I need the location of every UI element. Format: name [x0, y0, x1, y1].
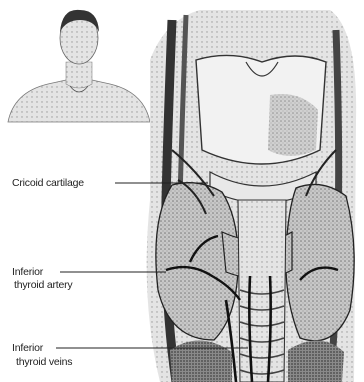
- inset-neck: [66, 62, 92, 88]
- neck-anatomy: [147, 10, 356, 382]
- label-inferior-thyroid-veins-line1: Inferior: [12, 342, 43, 354]
- cartilage-shading: [268, 94, 318, 156]
- label-inferior-thyroid-artery-line1: Inferior: [12, 266, 43, 278]
- label-inferior-thyroid-artery-line2: thyroid artery: [14, 279, 72, 291]
- lower-neck-tissue: [170, 340, 232, 382]
- label-cricoid-cartilage: Cricoid cartilage: [12, 177, 84, 189]
- lower-right-tissue: [288, 340, 344, 382]
- label-inferior-thyroid-veins-line2: thyroid veins: [16, 356, 72, 368]
- thyroid-right-lobe: [286, 184, 354, 340]
- inset-person-figure: [8, 10, 150, 122]
